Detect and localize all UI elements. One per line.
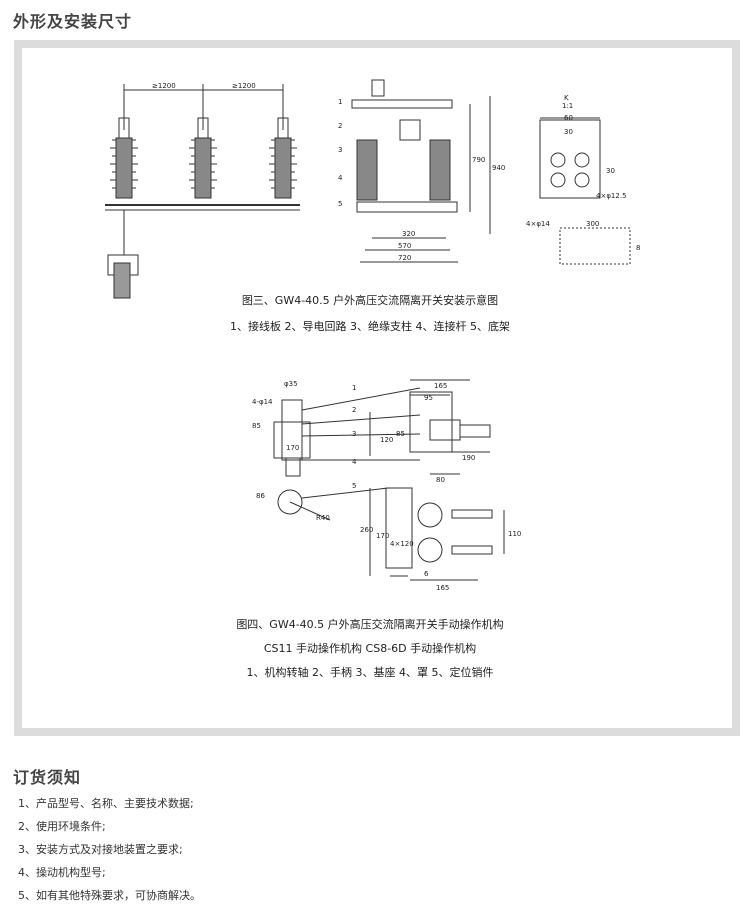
fig4-d85: 85 (252, 422, 261, 430)
fig3-n1: 1 (338, 98, 342, 106)
section-title-dimensions: 外形及安装尺寸 (13, 12, 133, 31)
fig4-d170: 170 (286, 444, 299, 452)
list-item: 3、安装方式及对接地装置之要求; (18, 843, 183, 856)
fig4-phi35: φ35 (284, 380, 298, 388)
fig3-d30: 30 (564, 128, 573, 136)
figure4-drawing: φ35 4-φ14 85 170 165 95 120 85 190 80 86… (252, 379, 521, 592)
list-item: 4、操动机构型号; (18, 866, 106, 879)
fig4-n1: 1 (352, 384, 356, 392)
fig4-d85b: 85 (396, 430, 405, 438)
list-item: 5、如有其他特殊要求，可协商解决。 (18, 889, 201, 902)
fig3-n2: 2 (338, 122, 342, 130)
fig4-d165b: 165 (436, 584, 449, 592)
fig4-d170v: 170 (376, 532, 389, 540)
fig3-pitch2: ≥1200 (232, 82, 256, 90)
fig3-d8: 8 (636, 244, 640, 252)
fig3-w570: 570 (398, 242, 411, 250)
fig4-d165a: 165 (434, 382, 447, 390)
section-title-order-notes: 订货须知 (13, 768, 82, 787)
fig4-d80: 80 (436, 476, 445, 484)
fig4-n4: 4 (352, 458, 357, 466)
figure3-drawing: ≥1200 ≥1200 K 1:1 60 30 30 4×φ12.5 300 4… (105, 79, 640, 299)
fig3-n4: 4 (338, 174, 343, 182)
fig4-d86: 86 (256, 492, 265, 500)
figure4-subcaption: CS11 手动操作机构 CS8-6D 手动操作机构 (263, 642, 477, 655)
fig4-d120v: 4×120 (390, 540, 414, 548)
fig4-hole14: 4-φ14 (252, 398, 273, 406)
fig3-w720: 720 (398, 254, 411, 262)
fig4-n5: 5 (352, 482, 356, 490)
fig3-k-scale: 1:1 (562, 102, 573, 110)
figure4-legend: 1、机构转轴 2、手柄 3、基座 4、罩 5、定位销件 (246, 666, 494, 679)
fig4-d190: 190 (462, 454, 475, 462)
requirements-list: 1、产品型号、名称、主要技术数据; 2、使用环境条件; 3、安装方式及对接地装置… (18, 792, 201, 907)
fig4-r40: R40 (316, 514, 330, 522)
list-item: 2、使用环境条件; (18, 820, 106, 833)
fig3-h790: 790 (472, 156, 485, 164)
fig3-w320: 320 (402, 230, 415, 238)
figure4-caption: 图四、GW4-40.5 户外高压交流隔离开关手动操作机构 (236, 618, 504, 631)
fig4-d6: 6 (424, 570, 429, 578)
fig3-d60: 60 (564, 114, 573, 122)
fig3-pitch1: ≥1200 (152, 82, 176, 90)
fig4-d260: 260 (360, 526, 373, 534)
fig4-d110: 110 (508, 530, 521, 538)
figure3-legend: 1、接线板 2、导电回路 3、绝缘支柱 4、连接杆 5、底架 (230, 320, 510, 333)
fig4-d95: 95 (424, 394, 433, 402)
fig3-n5: 5 (338, 200, 342, 208)
fig3-h940: 940 (492, 164, 505, 172)
figure3-caption: 图三、GW4-40.5 户外高压交流隔离开关安装示意图 (241, 294, 499, 307)
fig3-d4: 4×φ14 (526, 220, 550, 228)
fig4-n2: 2 (352, 406, 356, 414)
fig4-d120: 120 (380, 436, 393, 444)
list-item: 1、产品型号、名称、主要技术数据; (18, 797, 194, 810)
fig3-d300: 300 (586, 220, 599, 228)
fig3-n3: 3 (338, 146, 342, 154)
fig3-hole: 4×φ12.5 (596, 192, 627, 200)
fig4-n3: 3 (352, 430, 356, 438)
fig3-d30v: 30 (606, 167, 615, 175)
fig3-k-mark: K (564, 94, 569, 102)
